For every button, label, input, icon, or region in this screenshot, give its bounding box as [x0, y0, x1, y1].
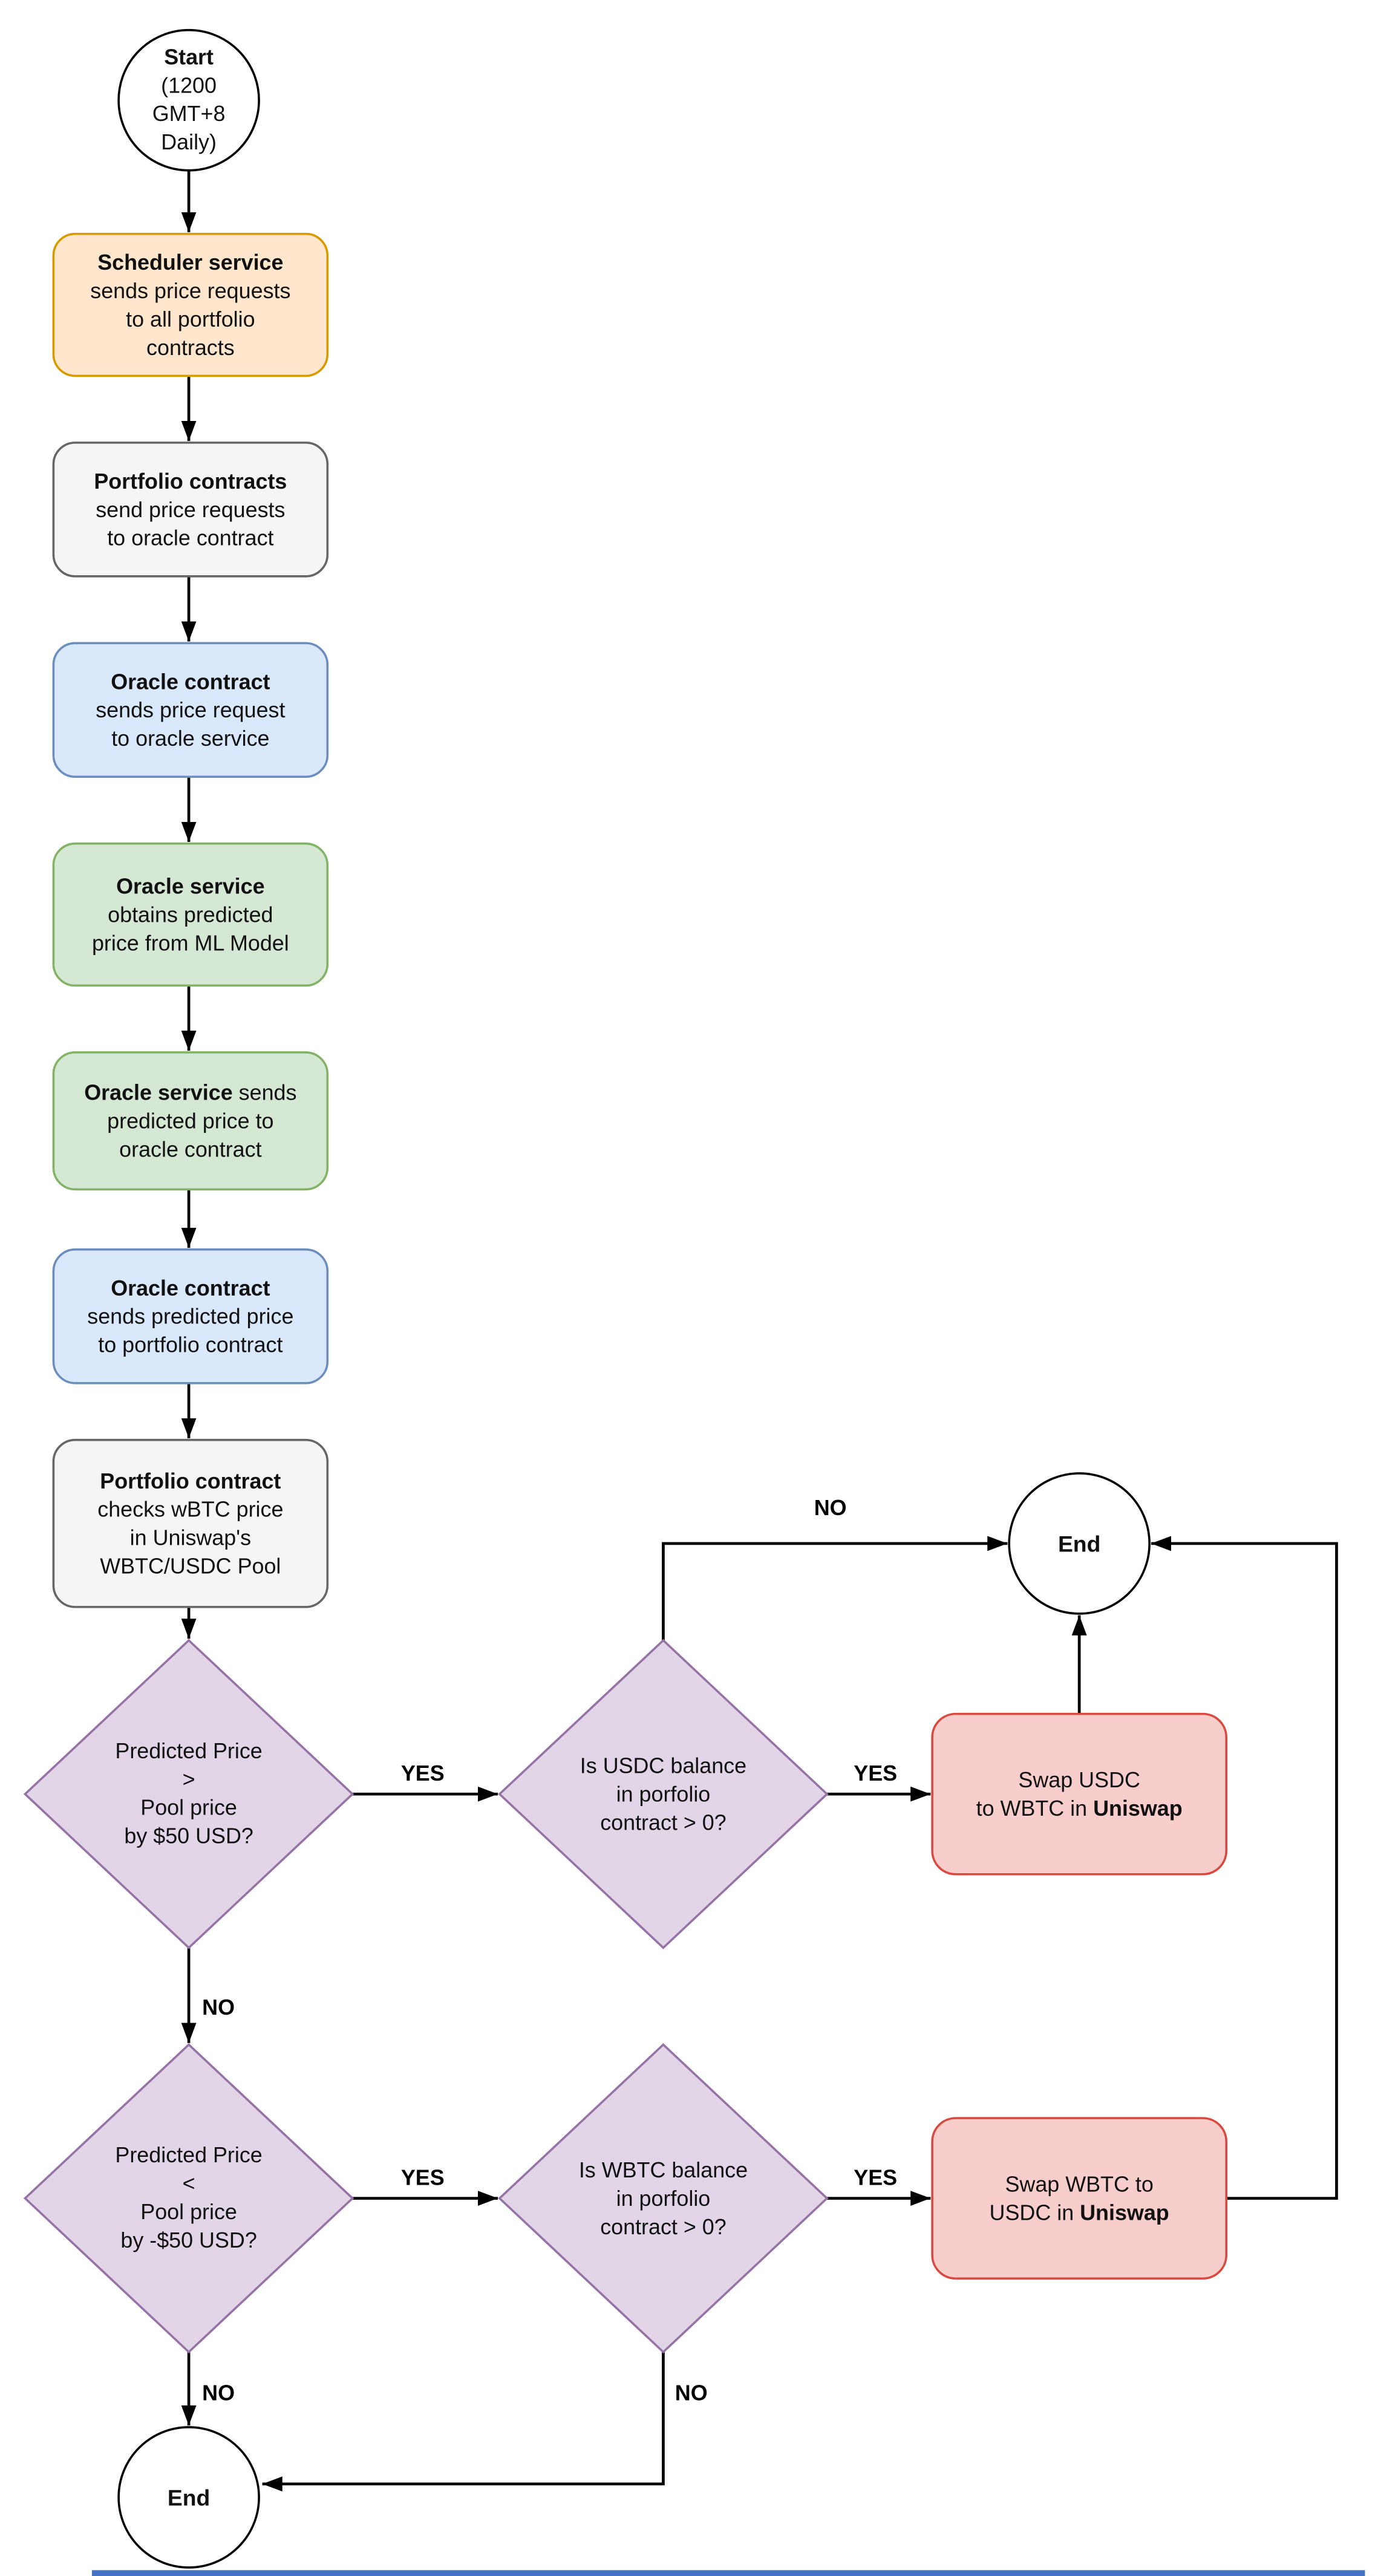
svg-text:contract > 0?: contract > 0?: [600, 1811, 727, 1835]
edge-label-yes-4: YES: [854, 2165, 897, 2190]
oracle-contract-sends-node: Oracle contract sends predicted price to…: [52, 1248, 329, 1384]
svg-text:to oracle service: to oracle service: [111, 726, 269, 751]
svg-text:GMT+8: GMT+8: [152, 102, 226, 126]
svg-text:>: >: [183, 1767, 195, 1792]
svg-text:to portfolio contract: to portfolio contract: [98, 1333, 283, 1357]
bottom-blue-line: [91, 2570, 1365, 2576]
svg-text:predicted price to: predicted price to: [107, 1109, 273, 1133]
svg-text:to all portfolio: to all portfolio: [126, 307, 255, 331]
svg-text:Is WBTC balance: Is WBTC balance: [579, 2158, 748, 2182]
svg-text:<: <: [183, 2171, 195, 2196]
swap-usdc-to-wbtc-node: Swap USDC to WBTC in Uniswap: [931, 1712, 1227, 1876]
edge-label-no-2: NO: [202, 1995, 235, 2020]
end-bottom-label: End: [168, 2485, 210, 2511]
end-top-label: End: [1058, 1531, 1100, 1557]
swap-wbtc-to-usdc-node: Swap WBTC to USDC in Uniswap: [931, 2117, 1227, 2280]
svg-text:contract > 0?: contract > 0?: [600, 2215, 727, 2239]
oracle-service-sends-node: Oracle service sends predicted price to …: [52, 1051, 329, 1191]
decision-usdc-balance-node: Is USDC balance in porfolio contract > 0…: [498, 1639, 829, 1949]
svg-text:by -$50 USD?: by -$50 USD?: [120, 2228, 256, 2252]
portfolio-contracts-node: Portfolio contracts send price requests …: [52, 442, 329, 578]
edge-label-no-1: NO: [814, 1496, 847, 1520]
svg-text:in porfolio: in porfolio: [616, 1782, 711, 1807]
svg-text:oracle contract: oracle contract: [119, 1138, 261, 1162]
svg-text:obtains predicted: obtains predicted: [108, 903, 273, 927]
portfolio-checks-node: Portfolio contract checks wBTC price in …: [52, 1438, 329, 1608]
decision-price-above-node: Predicted Price > Pool price by $50 USD?: [23, 1639, 354, 1949]
svg-text:Swap WBTC to: Swap WBTC to: [1005, 2173, 1153, 2197]
edge-label-yes-3: YES: [401, 2165, 445, 2190]
svg-text:Swap USDC: Swap USDC: [1018, 1768, 1140, 1792]
svg-text:(1200: (1200: [161, 73, 217, 97]
svg-text:in porfolio: in porfolio: [616, 2186, 711, 2211]
svg-text:USDC in Uniswap: USDC in Uniswap: [990, 2200, 1169, 2225]
edge-label-no-3: NO: [202, 2381, 235, 2405]
svg-text:sends price request: sends price request: [96, 698, 285, 722]
svg-text:WBTC/USDC Pool: WBTC/USDC Pool: [100, 1554, 281, 1579]
svg-text:Daily): Daily): [161, 130, 217, 154]
svg-text:Pool price: Pool price: [140, 2200, 237, 2224]
oracle-contract-request-title: Oracle contract: [111, 670, 270, 694]
edge-swap2-endtop-loop: [1151, 1536, 1338, 2200]
oracle-contract-request-node: Oracle contract sends price request to o…: [52, 642, 329, 778]
oracle-service-ml-title: Oracle service: [116, 875, 264, 899]
scheduler-node: Scheduler service sends price requests t…: [52, 232, 329, 377]
edges: [181, 170, 1338, 2492]
svg-text:contracts: contracts: [146, 336, 235, 360]
oracle-contract-sends-title: Oracle contract: [111, 1276, 270, 1300]
edge-decision2-endtop-no: [662, 1536, 1008, 1641]
edge-label-yes-1: YES: [401, 1761, 445, 1785]
oracle-service-sends-title: Oracle service sends: [84, 1081, 296, 1105]
svg-text:Is USDC balance: Is USDC balance: [580, 1754, 746, 1778]
svg-text:Predicted Price: Predicted Price: [115, 2143, 262, 2167]
svg-text:to WBTC in Uniswap: to WBTC in Uniswap: [976, 1796, 1183, 1821]
start-node: Start (1200 GMT+8 Daily): [117, 28, 260, 172]
end-bottom-node: End: [117, 2426, 260, 2569]
svg-text:sends predicted price: sends predicted price: [87, 1305, 293, 1329]
portfolio-contracts-title: Portfolio contracts: [94, 469, 287, 494]
edge-label-yes-2: YES: [854, 1761, 897, 1785]
decision-price-below-node: Predicted Price < Pool price by -$50 USD…: [23, 2043, 354, 2354]
svg-text:in Uniswap's: in Uniswap's: [130, 1526, 251, 1550]
svg-text:Predicted Price: Predicted Price: [115, 1739, 262, 1763]
svg-text:Pool price: Pool price: [140, 1796, 237, 1820]
portfolio-checks-title: Portfolio contract: [100, 1469, 281, 1493]
svg-text:send price requests: send price requests: [96, 498, 285, 522]
scheduler-title: Scheduler service: [97, 250, 283, 275]
edge-decision4-endbottom-no: [262, 2352, 665, 2492]
edge-label-no-4: NO: [675, 2381, 708, 2405]
svg-text:by $50 USD?: by $50 USD?: [124, 1824, 253, 1848]
decision-wbtc-balance-node: Is WBTC balance in porfolio contract > 0…: [498, 2043, 829, 2354]
end-top-node: End: [1008, 1472, 1151, 1615]
oracle-service-ml-node: Oracle service obtains predicted price f…: [52, 842, 329, 987]
svg-text:price from ML Model: price from ML Model: [92, 931, 289, 955]
svg-text:sends price requests: sends price requests: [90, 279, 290, 303]
svg-text:checks wBTC price: checks wBTC price: [97, 1498, 283, 1522]
start-label: Start: [164, 45, 214, 69]
svg-text:to oracle contract: to oracle contract: [107, 526, 273, 550]
